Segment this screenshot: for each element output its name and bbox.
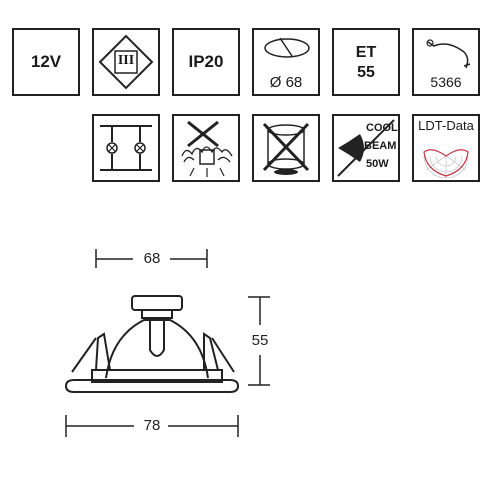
no-covering-icon xyxy=(262,122,310,175)
ip-rating-label: IP20 xyxy=(188,52,224,71)
dim-height: 55 xyxy=(251,332,269,349)
ip-rating-symbol: IP20 xyxy=(172,28,240,96)
article-symbol: 5366 xyxy=(412,28,480,96)
voltage-symbol: 12V xyxy=(12,28,80,96)
no-insulation-cover-icon xyxy=(181,120,233,177)
spring-clip-icon xyxy=(426,39,471,69)
et-label: ET xyxy=(355,44,377,61)
dim-bottom-width: 78 xyxy=(143,417,161,434)
article-label: 5366 xyxy=(430,74,462,90)
ldt-label: LDT-Data xyxy=(418,118,474,133)
cutout-label: Ø 68 xyxy=(269,74,303,91)
wiring-symbol xyxy=(92,114,160,182)
voltage-label: 12V xyxy=(30,52,62,71)
fixture-outline xyxy=(64,295,240,393)
et-value: 55 xyxy=(357,64,375,81)
cutout-symbol: Ø 68 xyxy=(252,28,320,96)
protection-class-symbol: III xyxy=(92,28,160,96)
parallel-wiring-icon xyxy=(100,125,152,171)
no-cover-symbol xyxy=(252,114,320,182)
cool-beam-line2: BEAM xyxy=(364,140,397,152)
cool-beam-line3: 50W xyxy=(366,158,389,170)
no-insulation-symbol xyxy=(172,114,240,182)
cool-beam-symbol: COOL BEAM 50W xyxy=(332,114,400,182)
diamond-icon xyxy=(98,34,154,90)
cool-beam-line1: COOL xyxy=(366,122,398,134)
light-distribution-icon xyxy=(423,149,469,179)
cutout-ring-icon xyxy=(264,37,310,58)
dim-top-width: 68 xyxy=(143,250,161,267)
et-symbol: ET 55 xyxy=(332,28,400,96)
protection-class-label: III xyxy=(117,53,135,68)
ldt-symbol: LDT-Data xyxy=(412,114,480,182)
reflector-lamp-icon xyxy=(337,119,395,177)
